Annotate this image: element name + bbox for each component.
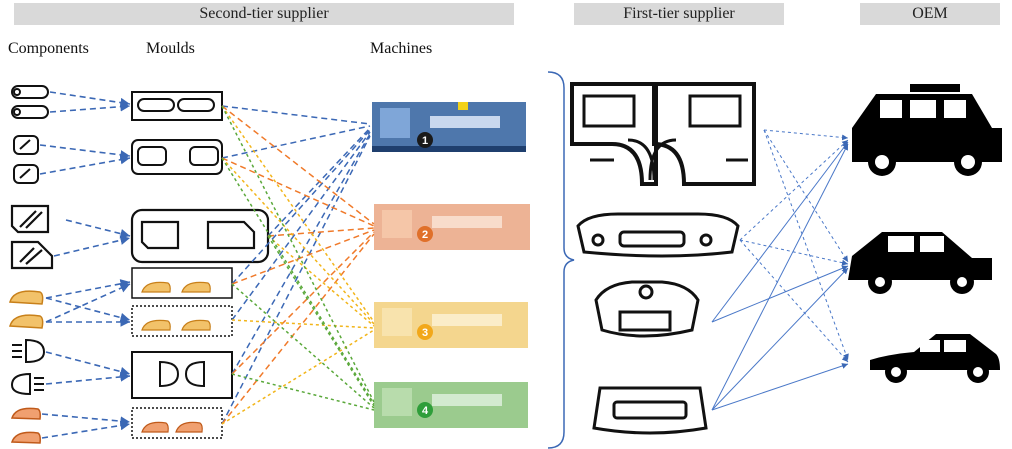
mould-4	[131, 267, 233, 299]
first-tier-oem-links	[711, 129, 849, 411]
machine-1: 1	[372, 102, 526, 152]
mould-7	[131, 407, 223, 439]
suv-icon	[852, 84, 1002, 176]
oem-header: OEM	[860, 3, 1000, 25]
mould-6	[131, 351, 233, 399]
mould-machine-links	[221, 105, 375, 425]
machine-3-number: 3	[422, 327, 428, 339]
first-tier-brace	[547, 71, 575, 449]
component-mirror-small-icon	[13, 135, 39, 184]
mould-5	[131, 305, 233, 337]
hatchback-icon	[848, 232, 992, 294]
moulds-label: Moulds	[146, 40, 195, 57]
machines-label: Machines	[370, 40, 433, 57]
component-lamp-red-icon	[10, 407, 41, 444]
second-tier-header: Second-tier supplier	[14, 3, 514, 25]
grille-bumper-icon	[594, 280, 700, 338]
first-tier-header: First-tier supplier	[574, 3, 784, 25]
component-side-mirror-icon	[10, 204, 54, 270]
component-headlight-icon	[10, 338, 46, 396]
mould-2	[131, 139, 223, 175]
mould-3	[130, 208, 270, 264]
sedan-icon	[870, 334, 1000, 383]
rear-bumper-icon	[592, 386, 708, 435]
machine-1-number: 1	[422, 135, 428, 147]
component-mould-links	[39, 91, 131, 439]
component-key-icon	[11, 85, 49, 119]
component-lamp-orange-icon	[9, 290, 44, 329]
machine-3: 3	[374, 302, 528, 348]
machine-2-number: 2	[422, 229, 428, 241]
mould-1	[131, 91, 223, 121]
machine-4-number: 4	[422, 405, 429, 417]
machine-2: 2	[374, 204, 530, 250]
machine-4: 4	[374, 382, 528, 428]
door-panels-icon	[570, 82, 756, 186]
front-bumper-icon	[576, 212, 740, 258]
components-label: Components	[8, 40, 89, 57]
